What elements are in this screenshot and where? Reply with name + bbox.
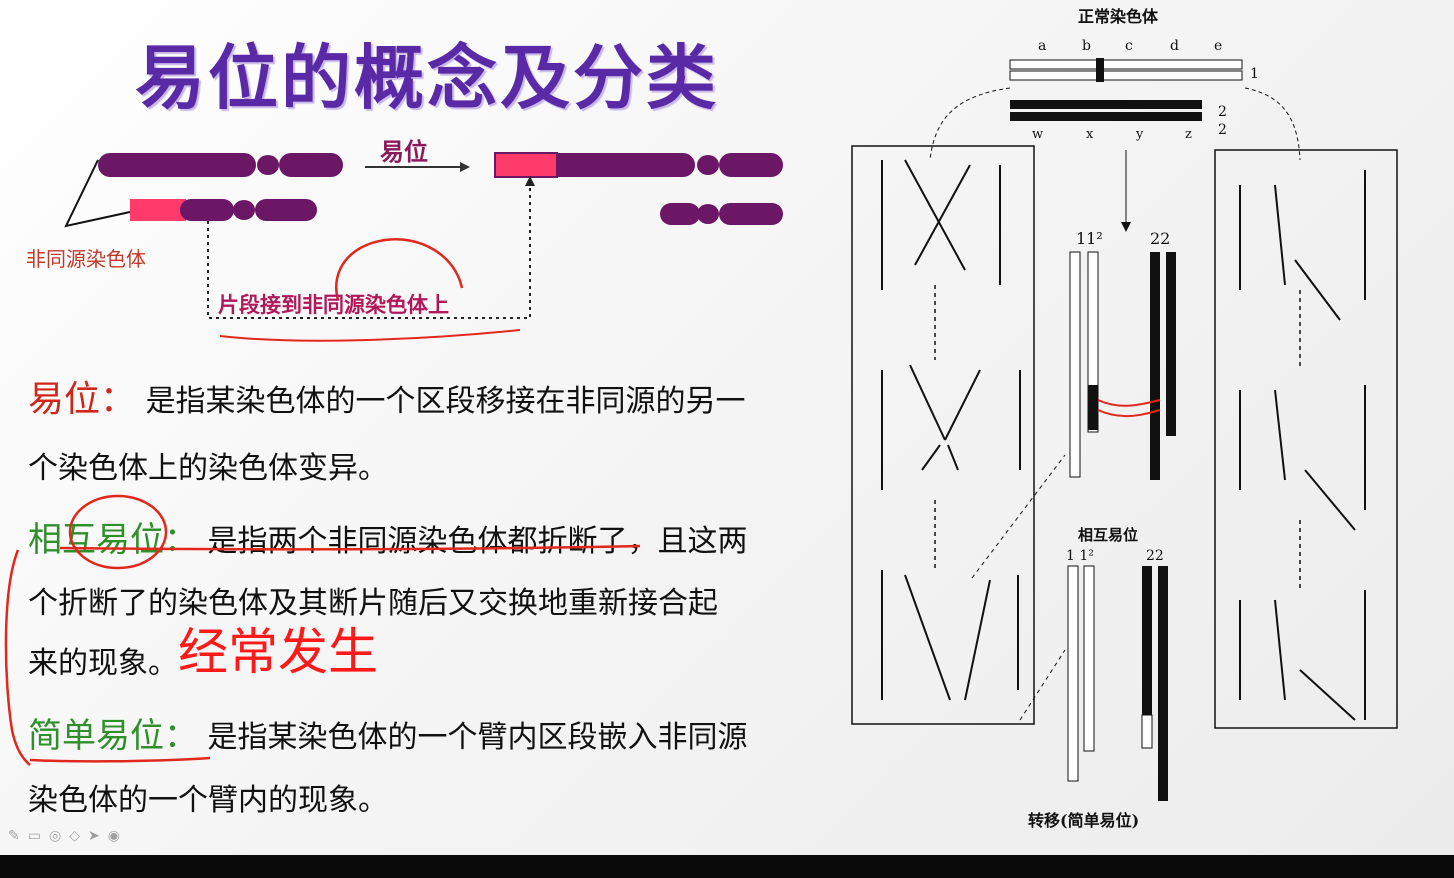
figure-top-label: 正常染色体 [1078,7,1159,26]
row-number: 2 [1218,122,1227,138]
slide-canvas: 易位的概念及分类 [0,0,1454,855]
left-panel [851,145,1035,725]
definition-line: 来的现象。 [28,646,178,681]
definition-line: 是指某染色体的一个臂内区段嵌入非同源 [207,720,748,755]
video-bottom-bar [0,855,1454,878]
source-label: 非同源染色体 [26,247,146,271]
gene-letter: w [1032,127,1043,142]
highlighter-icon[interactable]: ◎ [48,828,62,844]
gene-letter: a [1038,38,1046,54]
source-chromosome-long [98,153,343,177]
definition-line: 个染色体上的染色体变异。 [28,451,388,486]
handwriting-layer [4,494,641,766]
gene-letter: b [1082,38,1091,54]
bottom-label: 转移(简单易位) [1028,811,1139,830]
definition-translocation: 易位： 是指某染色体的一个区段移接在非同源的另一 [28,370,746,422]
term-translocation: 易位： [28,379,137,420]
term-reciprocal: 相互易位： [28,520,198,560]
lower-number: 1 1² [1066,548,1094,564]
result-chromosome-short [660,203,783,225]
right-panel [1214,149,1398,729]
gene-letter: x [1086,127,1094,142]
handwritten-note: 经常发生 [178,623,378,681]
definition-line: 是指两个非同源染色体都折断了，且这两 [207,524,748,559]
definition-reciprocal: 相互易位： 是指两个非同源染色体都折断了，且这两 [28,512,748,561]
translocation-figure: 正常染色体 a b c d e 1 2 2 w x y z [851,7,1398,830]
annotation-toolbar: ✎ ▭ ◎ ◇ ➤ ◉ [8,828,120,844]
gene-letter: e [1214,38,1222,54]
pointer-icon[interactable]: ➤ [87,828,100,844]
middle-label: 11² [1076,229,1103,248]
bracket-line [64,159,131,228]
eraser-icon[interactable]: ▭ [27,828,41,844]
reciprocal-label: 相互易位 [1078,526,1138,544]
segment-note: 片段接到非同源染色体上 [218,293,449,317]
laser-icon[interactable]: ◉ [107,828,120,844]
term-simple: 简单易位： [28,716,198,756]
definition-line: 染色体的一个臂内的现象。 [28,783,388,818]
row-number: 1 [1250,66,1259,82]
pen-icon[interactable]: ✎ [8,828,20,844]
gene-letter: c [1125,38,1133,54]
result-chromosome-long [494,152,783,178]
arrow-label: 易位 [380,137,428,166]
brush-icon[interactable]: ◇ [69,828,80,844]
gene-letter: y [1135,127,1144,142]
gene-letter: d [1170,38,1179,54]
lower-number: 22 [1146,548,1164,564]
row-number: 2 [1218,104,1227,120]
source-chromosome-short [130,199,317,221]
definition-simple: 简单易位： 是指某染色体的一个臂内区段嵌入非同源 [28,708,748,757]
gene-letter: z [1185,127,1192,142]
definition-line: 个折断了的染色体及其断片随后又交换地重新接合起 [28,586,718,621]
definition-line: 是指某染色体的一个区段移接在非同源的另一 [145,384,746,419]
slide-title: 易位的概念及分类 [135,37,719,119]
middle-label: 22 [1150,229,1170,248]
translocation-schematic: 易位 非同源染色体 片段接到非同源染色体上 [26,137,783,342]
